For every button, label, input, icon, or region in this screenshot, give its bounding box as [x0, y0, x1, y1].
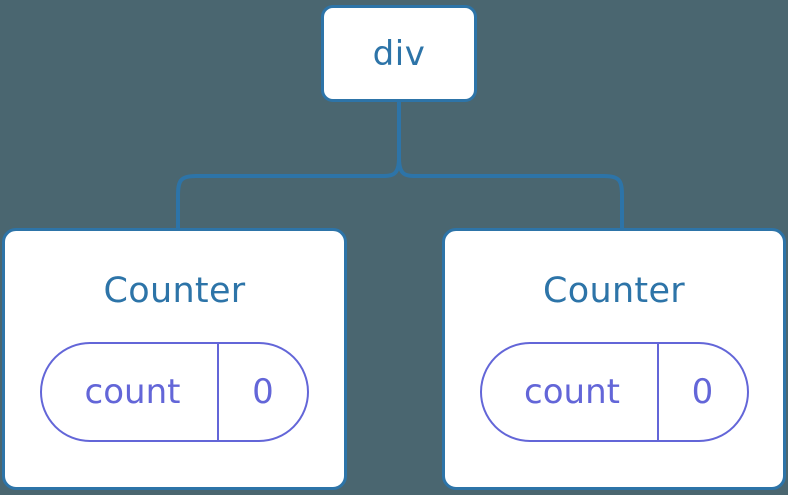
counter-title: Counter — [103, 271, 246, 311]
state-pill[interactable]: count 0 — [40, 342, 309, 442]
edge-to-left-counter — [176, 157, 401, 230]
state-key: count — [524, 372, 620, 412]
state-pill[interactable]: count 0 — [479, 342, 749, 442]
node-root-div[interactable]: div — [321, 5, 477, 102]
node-counter-left[interactable]: Counter count 0 — [2, 228, 347, 490]
state-value: 0 — [656, 344, 747, 440]
root-node-label: div — [372, 33, 426, 74]
state-value: 0 — [217, 344, 307, 440]
node-counter-right[interactable]: Counter count 0 — [442, 228, 786, 490]
counter-title: Counter — [543, 271, 685, 311]
edge-to-right-counter — [397, 157, 624, 230]
state-key: count — [84, 372, 181, 412]
